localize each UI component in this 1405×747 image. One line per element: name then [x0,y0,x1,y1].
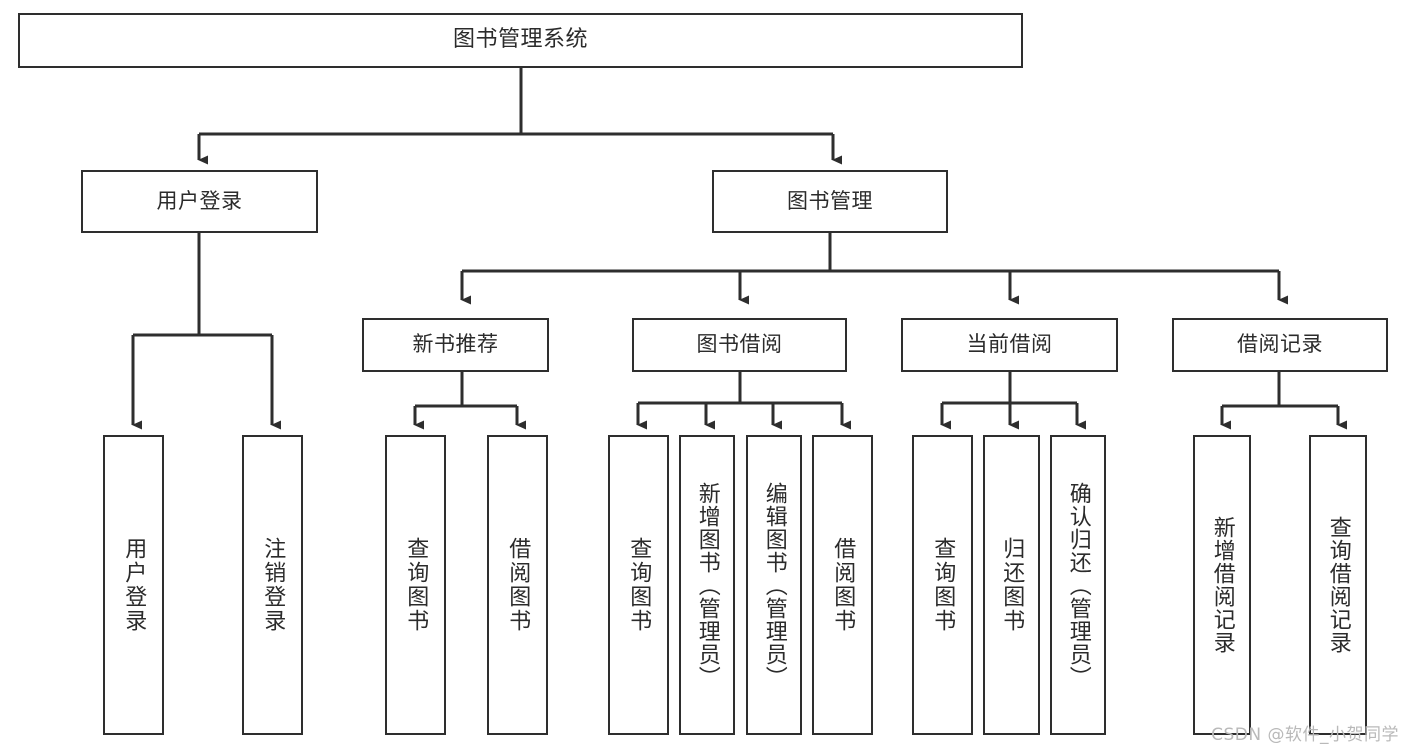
node-label: 新增借阅记录 [1209,516,1235,654]
leaf-current-query-book[interactable]: 查询图书 [912,435,973,735]
leaf-current-confirm-return-admin[interactable]: 确认归还（管理员） [1050,435,1106,735]
node-new-book-recommend[interactable]: 新书推荐 [362,318,549,372]
node-label: 用户登录 [121,537,147,633]
node-current-borrow[interactable]: 当前借阅 [901,318,1118,372]
node-book-borrow[interactable]: 图书借阅 [632,318,847,372]
node-user-login[interactable]: 用户登录 [81,170,318,233]
node-label: 借阅图书 [505,537,531,633]
node-book-management[interactable]: 图书管理 [712,170,948,233]
node-borrow-record[interactable]: 借阅记录 [1172,318,1388,372]
node-label: 确认归还（管理员） [1065,481,1091,689]
node-label: 用户登录 [156,188,243,213]
node-label: 编辑图书（管理员） [761,481,787,689]
leaf-borrow-edit-book-admin[interactable]: 编辑图书（管理员） [746,435,802,735]
leaf-borrow-borrow-book[interactable]: 借阅图书 [812,435,873,735]
leaf-recommend-query-book[interactable]: 查询图书 [385,435,446,735]
leaf-borrow-add-book-admin[interactable]: 新增图书（管理员） [679,435,735,735]
node-label: 当前借阅 [966,332,1053,357]
leaf-record-add-record[interactable]: 新增借阅记录 [1193,435,1251,735]
leaf-record-query-record[interactable]: 查询借阅记录 [1309,435,1367,735]
node-label: 图书借阅 [696,332,783,357]
node-label: 查询图书 [403,537,429,633]
node-label: 借阅记录 [1237,332,1323,357]
node-label: 新书推荐 [412,332,499,357]
node-label: 图书管理系统 [452,27,588,53]
node-label: 借阅图书 [830,537,856,633]
node-label: 查询借阅记录 [1325,516,1351,654]
node-label: 查询图书 [626,537,652,633]
node-label: 图书管理 [787,188,873,213]
node-label: 新增图书（管理员） [694,481,720,689]
node-root-system[interactable]: 图书管理系统 [18,13,1023,68]
node-label: 归还图书 [999,537,1025,633]
leaf-user-login-logout[interactable]: 注销登录 [242,435,303,735]
leaf-current-return-book[interactable]: 归还图书 [983,435,1040,735]
leaf-borrow-query-book[interactable]: 查询图书 [608,435,669,735]
node-label: 查询图书 [930,537,956,633]
leaf-recommend-borrow-book[interactable]: 借阅图书 [487,435,548,735]
leaf-user-login-login[interactable]: 用户登录 [103,435,164,735]
node-label: 注销登录 [260,537,286,633]
watermark-text: CSDN @软件_小贺同学 [1211,725,1399,745]
